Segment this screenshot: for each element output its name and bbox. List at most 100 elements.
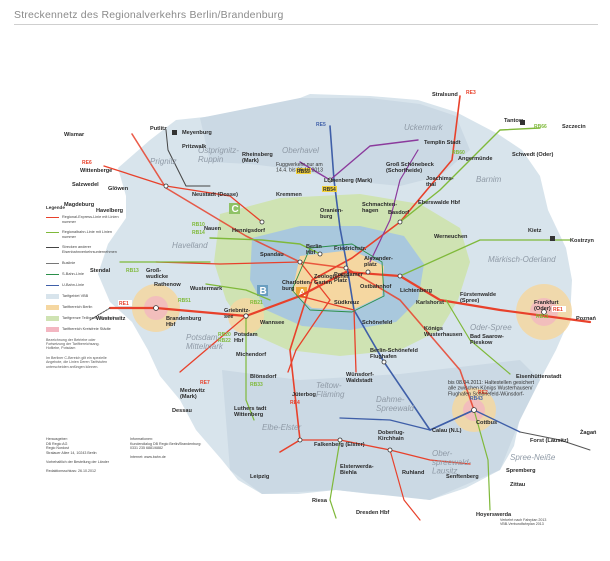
line-s-bahn-ring[interactable] bbox=[291, 243, 385, 313]
station-spremberg[interactable]: Spremberg bbox=[506, 468, 536, 474]
station-kremmen[interactable]: Kremmen bbox=[276, 192, 302, 198]
station-wittenberge[interactable]: Wittenberge bbox=[80, 168, 112, 174]
line-re4[interactable] bbox=[155, 261, 331, 373]
station-dot[interactable] bbox=[297, 437, 303, 443]
line-rb49[interactable] bbox=[473, 409, 491, 511]
tag-re2[interactable]: RE2 bbox=[478, 390, 488, 396]
station-spandau[interactable]: Spandau bbox=[260, 252, 284, 258]
station-gloewen[interactable]: Glöwen bbox=[108, 186, 129, 192]
station-ostbahnhof[interactable]: Ostbahnhof bbox=[360, 284, 392, 290]
station-jueterbog[interactable]: Jüterbog bbox=[292, 392, 317, 398]
station-stendal[interactable]: Stendal bbox=[90, 268, 111, 274]
station-medewitz[interactable]: Medewitz(Mark) bbox=[180, 388, 205, 400]
station-zagan[interactable]: Żagań bbox=[580, 429, 597, 436]
station-wuensdorf[interactable]: Wünsdorf-Waldstadt bbox=[346, 372, 374, 384]
tag-rb13[interactable]: RB13 bbox=[126, 268, 139, 274]
station-dresden[interactable]: Dresden Hbf bbox=[356, 510, 389, 516]
tag-re1-west[interactable]: RE1 bbox=[119, 301, 129, 307]
station-templin[interactable]: Templin Stadt bbox=[424, 140, 461, 146]
station-karlshorst[interactable]: Karlshorst bbox=[416, 300, 444, 306]
station-fuerstenwalde[interactable]: Fürstenwalde(Spree) bbox=[460, 292, 496, 304]
station-rheinsberg[interactable]: Rheinsberg(Mark) bbox=[242, 152, 273, 164]
station-nauen[interactable]: Nauen bbox=[204, 226, 222, 232]
tag-re5[interactable]: RE5 bbox=[316, 122, 326, 128]
station-dot[interactable] bbox=[297, 259, 303, 265]
station-schwedt[interactable]: Schwedt (Oder) bbox=[512, 152, 553, 158]
station-gross-wudicke[interactable]: Groß-wudicke bbox=[145, 268, 168, 280]
station-dot[interactable] bbox=[397, 273, 403, 279]
station-tantow[interactable]: Tantow bbox=[504, 118, 524, 124]
station-putlitz[interactable]: Putlitz bbox=[150, 126, 167, 132]
station-doberlug[interactable]: Doberlug-Kirchhain bbox=[378, 430, 405, 442]
line-re15[interactable] bbox=[389, 449, 421, 521]
station-hennigsdorf[interactable]: Hennigsdorf bbox=[232, 228, 265, 234]
station-michendorf[interactable]: Michendorf bbox=[236, 352, 266, 358]
station-poznan[interactable]: Poznań bbox=[576, 316, 596, 322]
station-oranienburg[interactable]: Oranien-burg bbox=[320, 208, 343, 220]
station-bad-saarow[interactable]: Bad Saarow-Pieskow bbox=[470, 334, 504, 346]
station-alexanderplatz[interactable]: Alexander-platz bbox=[364, 256, 393, 268]
station-dot[interactable] bbox=[327, 177, 333, 183]
line-re6[interactable] bbox=[103, 165, 263, 223]
tag-rb14[interactable]: RB14 bbox=[192, 230, 205, 236]
tag-rb33[interactable]: RB33 bbox=[250, 382, 263, 388]
line-rb54[interactable] bbox=[299, 139, 419, 181]
tag-rb11[interactable]: RB11 bbox=[536, 314, 549, 320]
station-friedrichstr[interactable]: Friedrichstr. bbox=[334, 246, 367, 252]
station-angermuende[interactable]: Angermünde bbox=[458, 156, 493, 162]
tag-re7[interactable]: RE7 bbox=[200, 380, 210, 386]
station-lichtenberg[interactable]: Lichtenberg bbox=[400, 288, 433, 294]
station-meyenburg[interactable]: Meyenburg bbox=[182, 130, 212, 136]
station-schmachtenhagen[interactable]: Schmachten-hagen bbox=[362, 202, 397, 214]
station-wismar[interactable]: Wismar bbox=[64, 132, 85, 138]
tag-rb55[interactable]: RB55 bbox=[297, 169, 310, 175]
station-hoyerswerda[interactable]: Hoyerswerda bbox=[476, 512, 512, 518]
station-forst[interactable]: Forst (Lausitz) bbox=[530, 438, 569, 444]
line-rb36[interactable] bbox=[445, 299, 511, 375]
station-riesa[interactable]: Riesa bbox=[312, 498, 328, 504]
station-leipzig[interactable]: Leipzig bbox=[250, 474, 270, 480]
line-re3[interactable] bbox=[279, 95, 461, 453]
station-dot[interactable] bbox=[471, 407, 477, 413]
station-dot[interactable] bbox=[317, 251, 323, 257]
line-re2[interactable] bbox=[131, 133, 475, 411]
station-basdorf[interactable]: Basdorf bbox=[388, 210, 409, 216]
station-havelberg[interactable]: Havelberg bbox=[96, 208, 124, 214]
station-kostrzyn[interactable]: Kostrzyn bbox=[570, 238, 595, 244]
station-bloensdorf[interactable]: Blönsdorf bbox=[250, 374, 277, 380]
station-wusterwitz[interactable]: Wusterwitz bbox=[96, 316, 126, 322]
station-calau[interactable]: Calau (N.L) bbox=[432, 428, 462, 434]
station-griebnitzsee[interactable]: Griebnitz-see bbox=[224, 308, 250, 320]
station-joachimsthal[interactable]: Joachims-thal bbox=[426, 176, 454, 188]
tag-rb21[interactable]: RB21 bbox=[250, 300, 263, 306]
station-cottbus[interactable]: Cottbus bbox=[476, 420, 497, 426]
station-kietz[interactable]: Kietz bbox=[528, 228, 542, 234]
line-rb60[interactable] bbox=[399, 127, 541, 223]
station-dot[interactable] bbox=[243, 313, 249, 319]
station-neustadt-dosse[interactable]: Neustadt (Dosse) bbox=[192, 192, 238, 198]
station-dot[interactable] bbox=[387, 447, 393, 453]
station-wustermark[interactable]: Wustermark bbox=[190, 286, 223, 292]
station-dessau[interactable]: Dessau bbox=[172, 408, 192, 414]
tag-rb43[interactable]: RB43 bbox=[470, 396, 483, 402]
tag-re1-east[interactable]: RE1 bbox=[553, 307, 563, 313]
line-re7[interactable] bbox=[179, 295, 357, 373]
station-wannsee[interactable]: Wannsee bbox=[260, 320, 284, 326]
station-elsterwerda[interactable]: Elsterwerda-Biehla bbox=[340, 464, 374, 476]
line-other-1[interactable] bbox=[89, 307, 111, 321]
station-ruhland[interactable]: Ruhland bbox=[402, 470, 425, 476]
station-salzwedel[interactable]: Salzwedel bbox=[72, 182, 99, 188]
station-szczecin[interactable]: Szczecin bbox=[562, 124, 586, 130]
tag-rb20[interactable]: RB20 bbox=[218, 332, 231, 338]
station-dot[interactable] bbox=[381, 359, 387, 365]
station-dot[interactable] bbox=[153, 305, 159, 311]
station-dot[interactable] bbox=[343, 265, 349, 271]
line-rb12[interactable] bbox=[369, 149, 419, 263]
